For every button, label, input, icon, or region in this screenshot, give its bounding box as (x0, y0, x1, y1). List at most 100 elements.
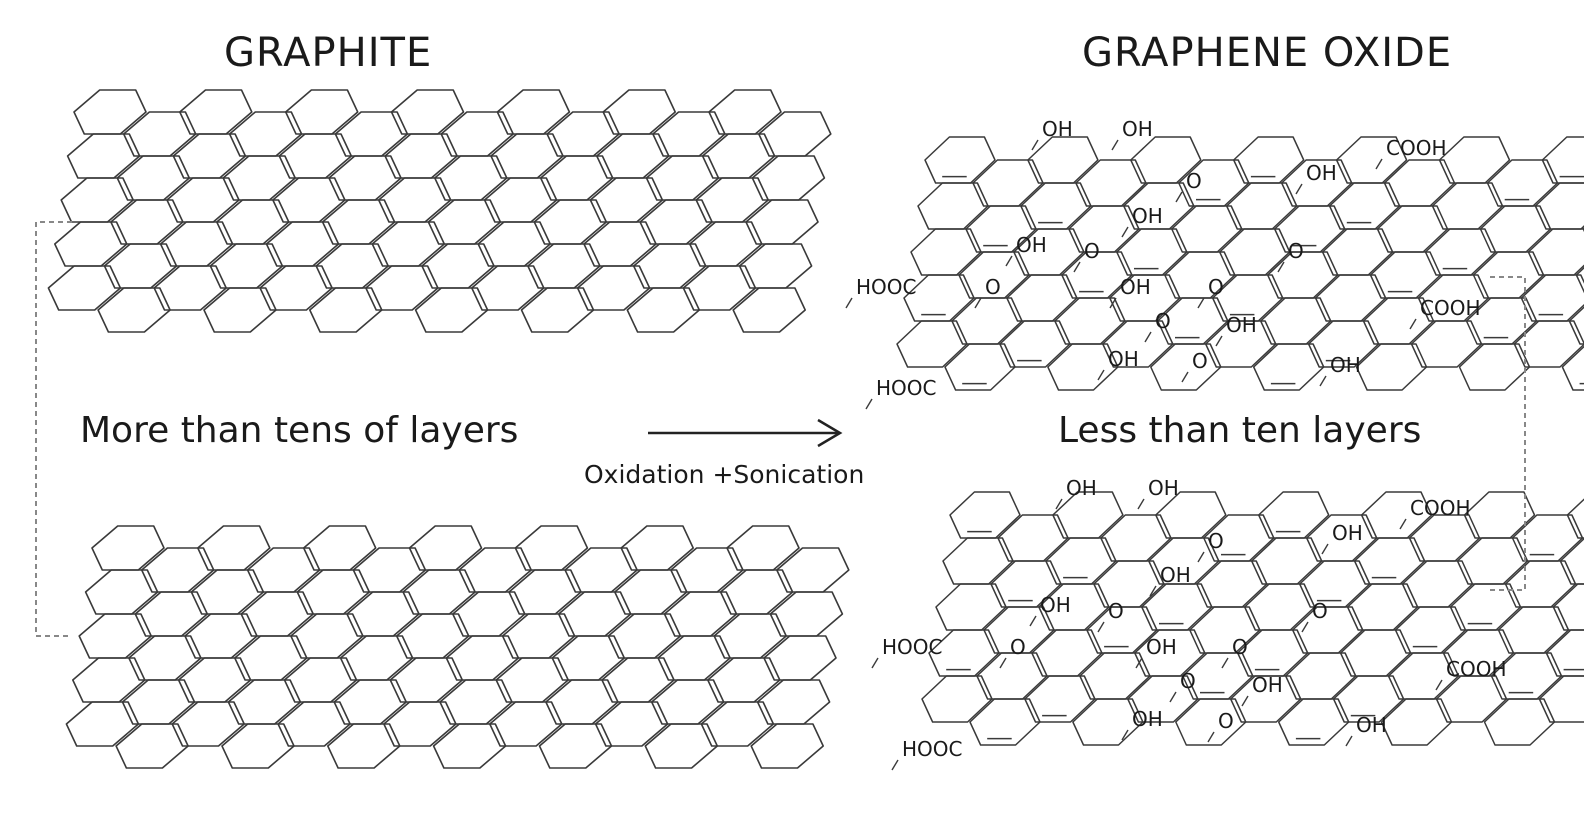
hexagon-ring (495, 657, 569, 703)
functional-group-label: O (1084, 239, 1100, 263)
hexagon-ring (445, 635, 520, 681)
hexagon-ring (1052, 491, 1124, 539)
hexagon-ring (632, 243, 707, 289)
hexagon-ring (1458, 343, 1531, 391)
hexagon-ring (917, 182, 989, 230)
hexagon-ring (1054, 297, 1126, 345)
hexagon-ring (1182, 652, 1254, 700)
hexagon-ring (203, 287, 277, 333)
hexagon-ring (1027, 136, 1099, 184)
hexagon-ring (290, 613, 364, 659)
hexagon-ring (384, 133, 458, 179)
hexagon-ring (910, 228, 982, 276)
functional-group-label: OH (1160, 563, 1191, 587)
hexagon-ring (1075, 159, 1147, 207)
hexagon-ring (1079, 652, 1151, 700)
hexagon-ring (657, 635, 731, 681)
hexagon-ring (265, 221, 340, 267)
hexagon-ring (997, 514, 1069, 562)
graphite-sheet-top (47, 89, 832, 333)
hexagon-ring (1360, 491, 1433, 539)
hexagon-ring (1483, 698, 1556, 746)
hexagon-ring (614, 569, 688, 615)
functional-group-label: OH (1120, 275, 1151, 299)
hexagon-ring (240, 591, 314, 637)
graphite-sheet-bottom (65, 525, 850, 769)
hexagon-ring (903, 274, 975, 322)
hexagon-ring (557, 591, 632, 637)
hexagon-ring (589, 177, 664, 223)
hexagon-ring (1291, 606, 1364, 654)
hexagon-ring (1038, 583, 1110, 631)
hexagon-ring (1047, 343, 1119, 391)
hexagon-ring (65, 701, 140, 747)
hexagon-ring (896, 320, 968, 368)
hexagon-ring (439, 679, 513, 725)
functional-group-bond (1144, 331, 1152, 343)
hexagon-ring (121, 679, 196, 725)
hexagon-ring (1061, 251, 1133, 299)
functional-group-bond (1029, 615, 1037, 627)
hexagon-ring (1259, 297, 1332, 345)
hexagon-ring (66, 133, 141, 179)
hexagon-ring (601, 657, 675, 703)
hexagon-ring (1218, 228, 1291, 276)
functional-group-bond (1435, 679, 1443, 691)
hexagon-ring (103, 243, 178, 289)
hexagon-ring (179, 89, 253, 135)
hexagon-ring (1093, 560, 1165, 608)
functional-group-label: O (1208, 529, 1224, 553)
functional-group-bond (1135, 657, 1143, 669)
hexagon-ring (538, 723, 613, 769)
hexagon-ring (1387, 652, 1460, 700)
hexagon-ring (769, 591, 844, 637)
hexagon-ring (539, 155, 614, 201)
functional-group-bond (1005, 255, 1013, 267)
hexagon-ring (1006, 274, 1078, 322)
hexagon-ring (1100, 514, 1172, 562)
functional-group-bond (845, 297, 853, 309)
hexagon-ring (489, 701, 563, 747)
hexagon-ring (1298, 560, 1371, 608)
hexagon-ring (1257, 491, 1330, 539)
hexagon-ring (1355, 343, 1428, 391)
hexagon-ring (216, 199, 290, 245)
functional-group-label: OH (1148, 476, 1179, 500)
hexagon-ring (371, 221, 446, 267)
hexagon-ring (333, 679, 407, 725)
hexagon-ring (1189, 606, 1261, 654)
hexagon-ring (695, 177, 769, 223)
hexagon-ring (222, 155, 296, 201)
hexagon-ring (1566, 498, 1584, 539)
graphite-layer-bracket (35, 221, 72, 637)
hexagon-ring (171, 701, 245, 747)
hexagon-ring (234, 635, 308, 681)
hexagon-ring (365, 265, 439, 311)
functional-group-bond (1121, 226, 1129, 238)
functional-group-bond (1215, 335, 1223, 347)
hexagon-ring (1463, 491, 1536, 539)
graphene-oxide-layers-caption: Less than ten layers (1058, 410, 1422, 451)
graphene-oxide-layer-bracket (1490, 276, 1526, 591)
hexagon-ring (546, 111, 620, 157)
hexagon-ring (1417, 274, 1490, 322)
functional-group-label: OH (1252, 673, 1283, 697)
hexagon-ring (1277, 698, 1350, 746)
hexagon-ring (1250, 537, 1323, 585)
functional-group-bond (1137, 498, 1145, 510)
hexagon-ring (434, 155, 508, 201)
functional-group-label: O (1218, 709, 1234, 733)
hexagon-ring (246, 547, 321, 593)
hexagon-ring (1465, 297, 1538, 345)
hexagon-ring (501, 613, 576, 659)
hexagon-ring (339, 635, 414, 681)
hexagon-ring (756, 679, 831, 725)
hexagon-ring (776, 547, 850, 593)
hexagon-ring (1045, 537, 1117, 585)
hexagon-ring (452, 591, 526, 637)
hexagon-ring (1456, 537, 1529, 585)
functional-group-label: OH (1042, 117, 1073, 141)
hexagon-ring (47, 265, 122, 311)
